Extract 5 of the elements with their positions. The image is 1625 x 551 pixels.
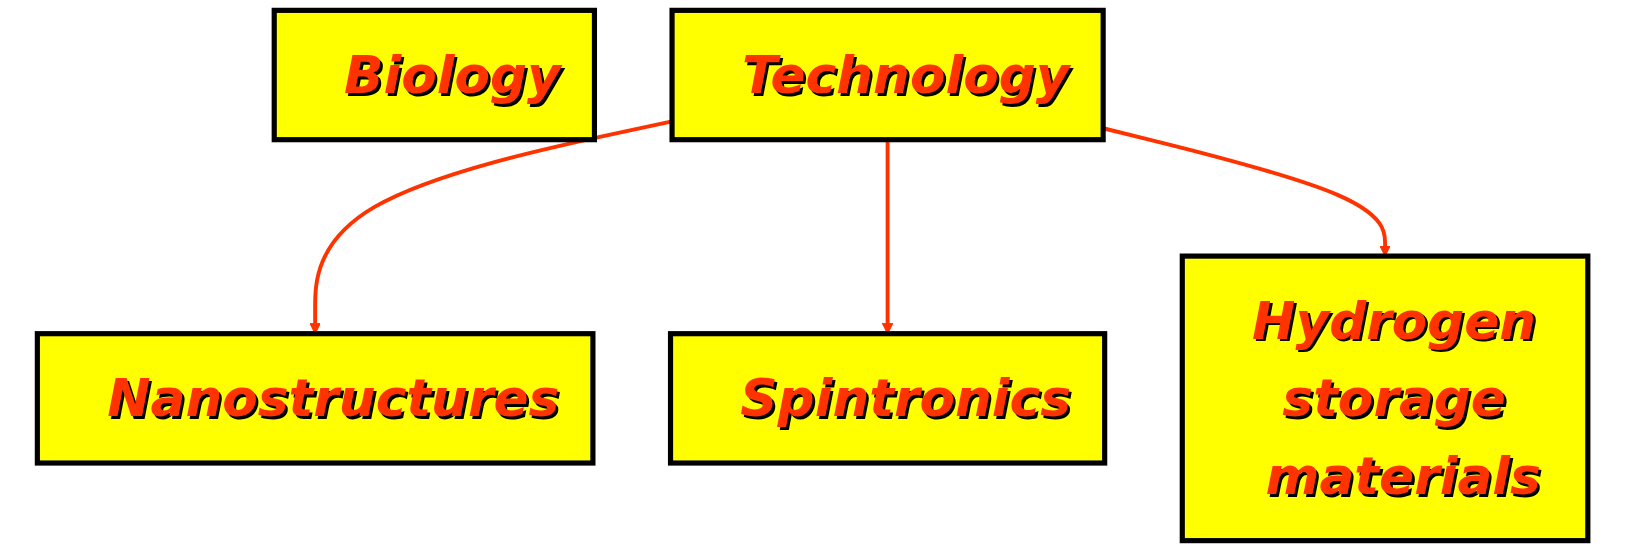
node-box: Nanostructures [34,331,596,466]
node-box: Technology [669,7,1106,143]
node-box: Hydrogen storage materials [1179,253,1591,544]
node-box: Biology [271,7,597,143]
node-box: Spintronics [667,331,1108,466]
